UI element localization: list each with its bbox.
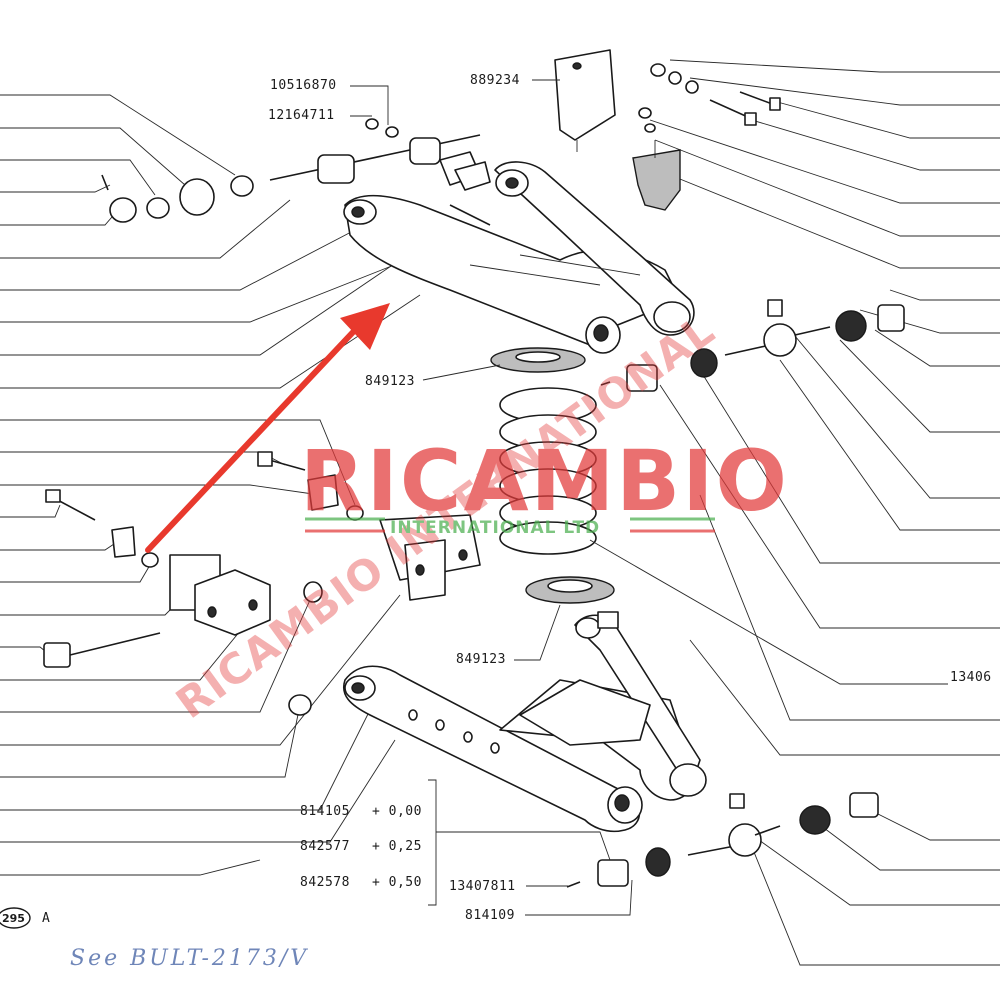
watermark-subline: INTERNATIONAL LTD xyxy=(390,518,600,538)
size-bracket xyxy=(428,779,437,906)
left-leader-lines xyxy=(0,94,471,876)
red-arrow xyxy=(145,303,390,553)
right-hardware xyxy=(566,299,905,888)
page-reference: 295 A xyxy=(0,907,50,929)
lower-control-arm xyxy=(343,614,707,833)
callout-13406: 13406 xyxy=(950,670,992,685)
callout-814109: 814109 xyxy=(465,908,515,923)
callout-849123-lower: 849123 xyxy=(456,652,506,667)
callout-889234: 889234 xyxy=(470,73,520,88)
size-option-1: + 0,00 xyxy=(372,804,422,819)
left-brackets xyxy=(43,451,481,716)
size-option-2: + 0,25 xyxy=(372,839,422,854)
callout-13407811: 13407811 xyxy=(449,879,516,894)
callout-labels: 10516870 12164711 889234 849123 849123 1… xyxy=(268,73,992,923)
callout-849123-upper: 849123 xyxy=(365,374,415,389)
right-leader-lines xyxy=(649,59,1000,966)
page-suffix: A xyxy=(42,911,50,926)
handwritten-note: See BULT-2173/V xyxy=(70,946,309,971)
size-option-3: + 0,50 xyxy=(372,875,422,890)
upper-tie-rod xyxy=(101,118,491,226)
callout-814105: 814105 xyxy=(300,804,350,819)
upper-control-arm xyxy=(343,161,695,354)
coil-spring xyxy=(490,347,615,604)
watermark-brand: RICAMBIO xyxy=(300,432,789,530)
top-mount-hardware xyxy=(554,49,781,211)
callout-12164711: 12164711 xyxy=(268,108,335,123)
callout-10516870: 10516870 xyxy=(270,78,337,93)
page-number: 295 xyxy=(2,912,25,925)
callout-842578: 842578 xyxy=(300,875,350,890)
callout-842577: 842577 xyxy=(300,839,350,854)
